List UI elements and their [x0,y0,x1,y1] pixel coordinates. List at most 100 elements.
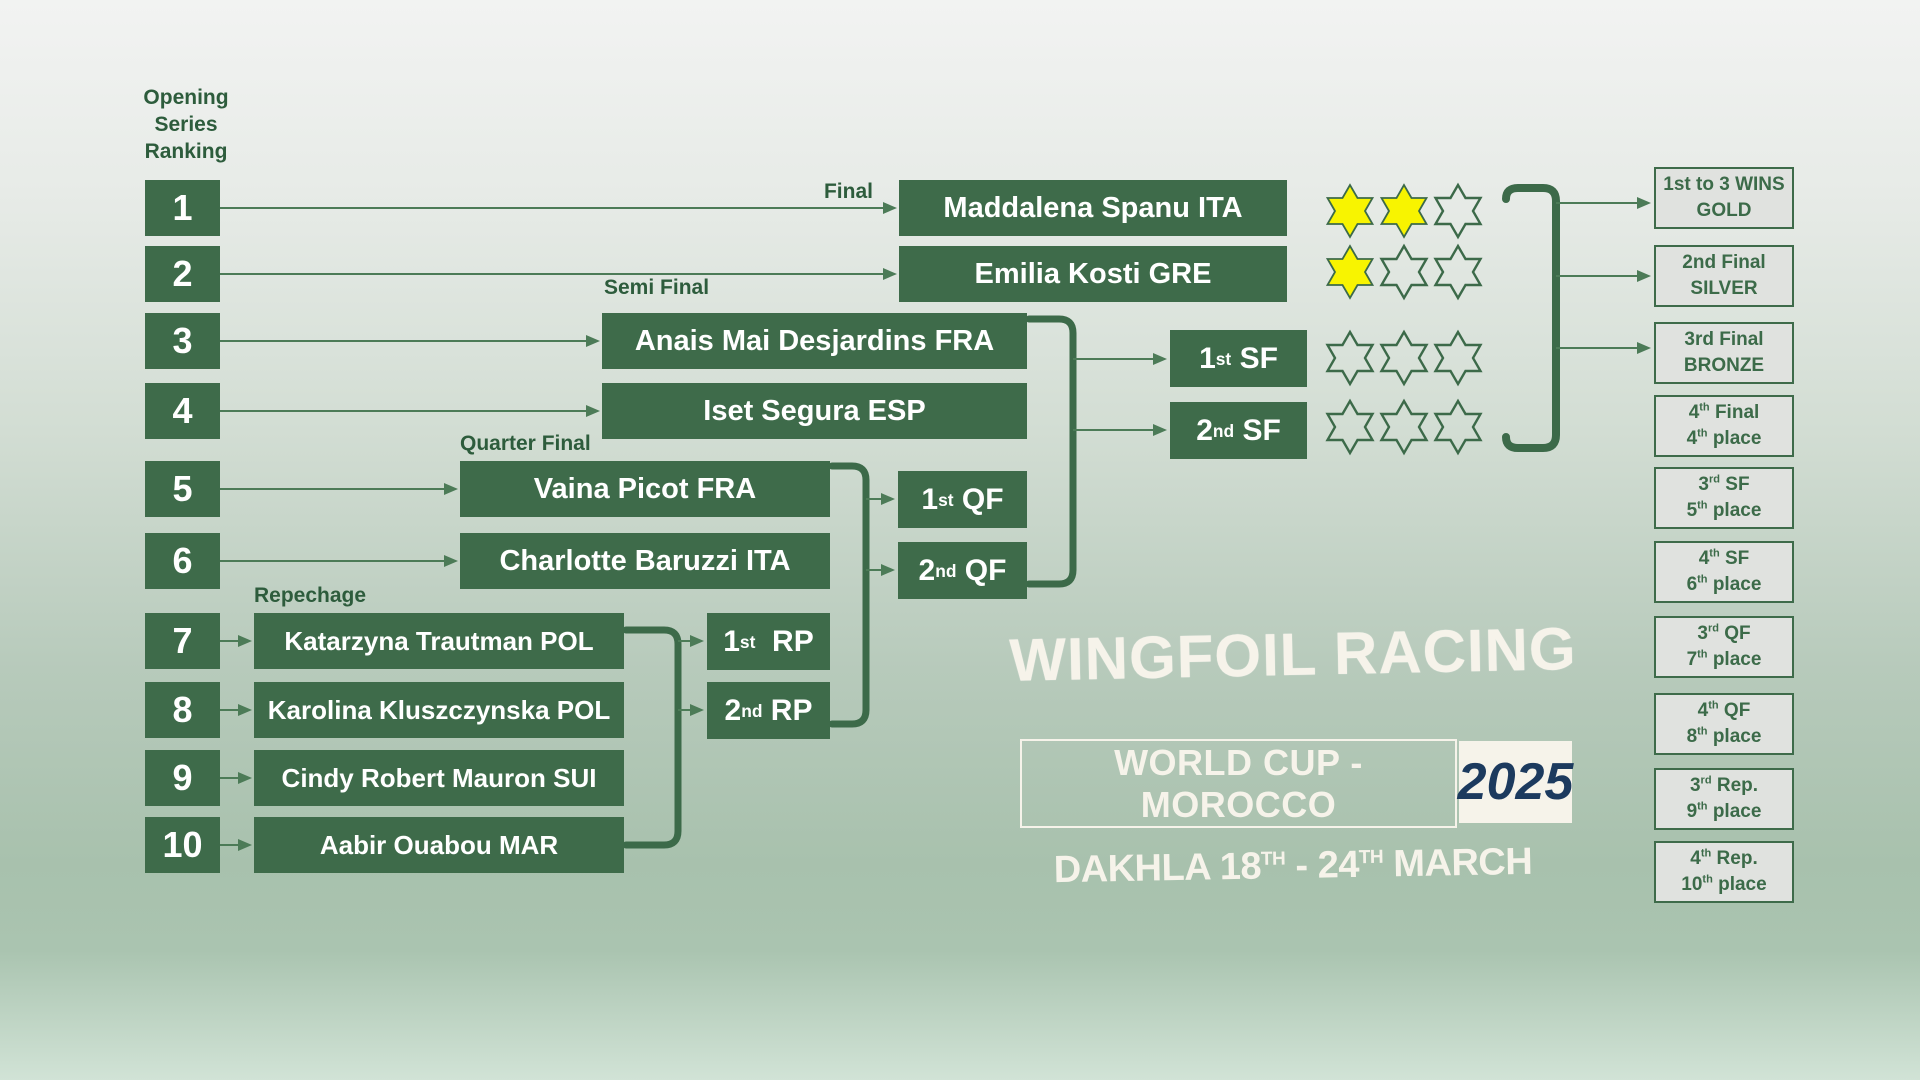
athlete-box-rp-2: Karolina Kluszczynska POL [254,682,624,738]
repechage-group-bracket [622,626,682,849]
star-won-icon [1325,244,1375,300]
event-logo-subtitle: WORLD CUP - MOROCCO [1020,739,1457,828]
result-box-10th-place: 4th Rep. 10th place [1654,841,1794,903]
rank-box-10: 10 [145,817,220,873]
star-empty-icon [1379,329,1429,387]
result-box-9th-place: 3rd Rep. 9th place [1654,768,1794,830]
ranking-header-line: Ranking [144,140,228,163]
result-line: 4th SF [1698,548,1750,570]
athlete-box-sf-2: Iset Segura ESP [602,383,1027,439]
star-empty-icon [1379,243,1429,301]
result-line: 3rd Final [1684,329,1764,351]
winner-box-text: QF [956,553,1007,587]
star-row-second-sf-wins [1325,398,1483,456]
rank-box-2: 2 [145,246,220,302]
winner-box-text: 2 [724,693,742,727]
winner-box-text: 1 [1199,341,1216,375]
result-line: 3rd QF [1697,623,1751,645]
result-line: 9th place [1686,800,1762,822]
result-line: 4th place [1686,427,1762,449]
rank-box-7: 7 [145,613,220,669]
winner-box-text: 1 [723,624,740,658]
result-line: 4th Rep. [1690,848,1758,870]
star-empty-icon [1379,398,1429,456]
result-box-8th-place: 4th QF 8th place [1654,693,1794,755]
quarterfinal-group-bracket [828,462,870,728]
ranking-header: Opening Series Ranking [116,84,256,165]
semifinal-stage-label: Semi Final [604,276,710,299]
athlete-box-rp-4: Aabir Ouabou MAR [254,817,624,873]
result-line: 4th Final [1688,402,1760,424]
rank-box-6: 6 [145,533,220,589]
result-line: 6th place [1686,573,1762,595]
star-empty-icon [1433,243,1483,301]
ranking-header-line: Series [154,113,218,136]
athlete-box-final-1: Maddalena Spanu ITA [899,180,1287,236]
winner-box-text: 2 [918,553,936,587]
winner-box-text: RP [762,693,813,727]
athlete-box-rp-1: Katarzyna Trautman POL [254,613,624,669]
star-won-icon [1325,183,1375,239]
final-stage-label: Final [823,180,873,203]
result-line: 10th place [1681,873,1767,895]
winner-box-text: RP [755,624,814,658]
result-line: 1st to 3 WINS [1663,174,1785,196]
winner-box-text: SF [1234,413,1281,447]
result-line: 8th place [1686,725,1762,747]
star-row-final-1st-wins [1325,182,1483,240]
result-box-gold: 1st to 3 WINS GOLD [1654,167,1794,229]
star-empty-icon [1433,398,1483,456]
result-line: GOLD [1696,200,1752,221]
result-line: 5th place [1686,499,1762,521]
star-row-final-2nd-wins [1325,243,1483,301]
result-line: 2nd Final [1682,252,1766,274]
semifinal-group-bracket [1025,315,1077,588]
rank-box-9: 9 [145,750,220,806]
rank-box-1: 1 [145,180,220,236]
star-row-first-sf-wins [1325,329,1483,387]
winner-box-text: 1 [921,482,939,516]
event-logo-title: WINGFOIL RACING [1008,615,1578,694]
result-line: 3rd SF [1698,474,1750,496]
final-results-bracket [1502,184,1560,452]
star-empty-icon [1433,182,1483,240]
ranking-header-line: Opening [143,86,229,109]
rank-box-8: 8 [145,682,220,738]
event-logo-year-badge: 2025 [1458,741,1573,823]
result-line: BRONZE [1683,355,1765,376]
star-won-icon [1379,183,1429,239]
star-empty-icon [1325,398,1375,456]
result-line: 7th place [1686,648,1762,670]
quarterfinal-stage-label: Quarter Final [460,432,591,455]
athlete-box-qf-1: Vaina Picot FRA [460,461,830,517]
athlete-box-final-2: Emilia Kosti GRE [899,246,1287,302]
winner-box-text: 2 [1196,413,1213,447]
athlete-box-rp-3: Cindy Robert Mauron SUI [254,750,624,806]
star-empty-icon [1325,329,1375,387]
result-box-silver: 2nd Final SILVER [1654,245,1794,307]
rank-box-4: 4 [145,383,220,439]
athlete-box-qf-2: Charlotte Baruzzi ITA [460,533,830,589]
star-empty-icon [1433,329,1483,387]
result-box-6th-place: 4th SF 6th place [1654,541,1794,603]
athlete-box-sf-1: Anais Mai Desjardins FRA [602,313,1027,369]
winner-box-text: SF [1231,341,1278,375]
result-line: SILVER [1690,278,1758,299]
result-box-bronze: 3rd Final BRONZE [1654,322,1794,384]
rank-box-3: 3 [145,313,220,369]
winner-box-text: QF [953,482,1004,516]
repechage-stage-label: Repechage [254,584,367,607]
result-line: 3rd Rep. [1689,775,1759,797]
event-logo-subtitle-text: WORLD CUP - MOROCCO [1114,741,1363,825]
result-box-4th-place: 4th Final 4th place [1654,395,1794,457]
rank-box-5: 5 [145,461,220,517]
